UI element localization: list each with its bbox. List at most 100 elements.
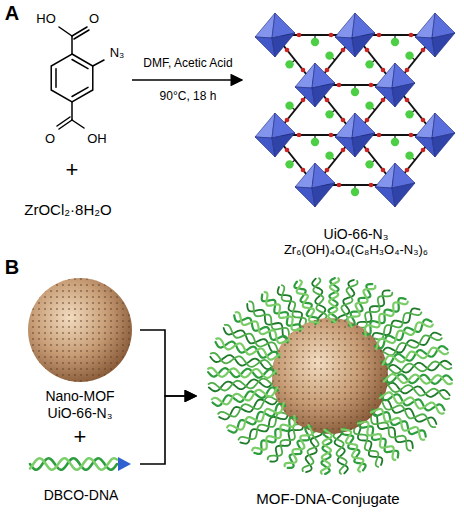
zr-cluster-face <box>375 163 395 188</box>
zr-cluster-face <box>335 37 355 57</box>
dna-helix-strand <box>329 278 339 322</box>
oxygen-atom <box>369 83 374 88</box>
zr-cluster-face <box>415 137 435 157</box>
dna-helix-strand <box>208 368 276 378</box>
mof-texture <box>272 318 388 434</box>
nano-mof-sphere <box>28 278 132 382</box>
atom-label: O <box>89 12 99 26</box>
oxygen-atom <box>369 183 374 188</box>
zr-cluster-face <box>272 133 295 157</box>
plus-sign: + <box>74 425 87 449</box>
benzene-ring <box>51 54 93 102</box>
oxygen-atom <box>297 33 302 38</box>
dna-helix-strand <box>234 315 287 342</box>
node-heading: MOF-DNA-Conjugate <box>256 490 399 508</box>
oxygen-atom <box>301 98 306 103</box>
dna-helix-strand <box>30 458 117 469</box>
reagent-formula: ZrOCl₂·8H₂O <box>24 202 111 219</box>
oxygen-atom <box>365 48 370 53</box>
oxygen-atom <box>341 148 346 153</box>
reaction-condition: 90°C, 18 h <box>160 90 217 103</box>
plus-sign: + <box>66 158 79 182</box>
dna-helix-strand <box>213 387 278 406</box>
oxygen-atom <box>365 118 370 123</box>
azide-group <box>365 160 373 168</box>
oxygen-atom <box>405 98 410 103</box>
double-bond <box>72 60 88 69</box>
zr-cluster-face <box>255 137 275 157</box>
dna-helix-strand <box>342 429 364 471</box>
zr-cluster-face <box>415 13 435 38</box>
zr-cluster-face <box>352 33 375 57</box>
panel-letter: B <box>5 256 19 278</box>
dna-corona-front <box>208 278 452 474</box>
oxygen-atom <box>337 183 342 188</box>
azide-group <box>405 51 413 59</box>
azide-group <box>351 88 359 96</box>
azide-group <box>325 51 333 59</box>
panel-letter: A <box>5 2 19 24</box>
oxygen-atom <box>337 83 342 88</box>
bond <box>71 36 73 54</box>
dna-helix-strand <box>382 346 447 365</box>
oxygen-atom <box>421 118 426 123</box>
azide-group <box>391 38 399 46</box>
azide-group <box>365 101 373 109</box>
merge-arrow <box>140 396 196 464</box>
oxygen-atom <box>405 68 410 73</box>
merge-arrow <box>140 330 196 396</box>
atom-label: OH <box>87 132 107 146</box>
oxygen-atom <box>325 98 330 103</box>
bond <box>72 120 84 128</box>
zr-cluster-face <box>392 83 415 107</box>
azide-group <box>285 60 293 68</box>
dna-helix-strand <box>349 284 373 325</box>
oxygen-atom <box>325 168 330 173</box>
azide-group <box>391 138 399 146</box>
atom-label: O <box>45 132 55 146</box>
bond <box>93 60 104 66</box>
zr-cluster-face <box>255 113 275 138</box>
zr-cluster-face <box>415 113 435 138</box>
azide-group <box>311 138 319 146</box>
zr-cluster-face <box>375 87 395 107</box>
zr-cluster-face <box>255 37 275 57</box>
oxygen-atom <box>341 118 346 123</box>
double-bond <box>57 117 70 126</box>
oxygen-atom <box>297 133 302 138</box>
mof-sphere <box>28 278 132 382</box>
oxygen-atom <box>409 33 414 38</box>
dbco-tip <box>118 457 131 471</box>
azide-group <box>405 110 413 118</box>
double-bond <box>72 87 88 96</box>
mof-sphere <box>272 318 388 434</box>
oxygen-atom <box>405 168 410 173</box>
dna-helix-strand <box>380 392 444 413</box>
dna-helix-strand <box>265 292 303 330</box>
oxygen-atom <box>381 168 386 173</box>
zr-cluster-face <box>375 63 395 88</box>
dna-helix-strand <box>384 374 452 384</box>
bond <box>59 27 72 36</box>
double-bond <box>74 30 89 39</box>
oxygen-atom <box>285 48 290 53</box>
double-bond <box>55 69 57 88</box>
dna-helix-strand <box>381 394 445 410</box>
azide-group <box>311 38 319 46</box>
zr-cluster-face <box>375 187 395 207</box>
oxygen-atom <box>329 133 334 138</box>
zr-cluster-face <box>272 33 295 57</box>
oxygen-atom <box>409 133 414 138</box>
dna-helix-strand <box>216 338 280 359</box>
node-heading: Nano-MOF <box>45 388 114 405</box>
zr-cluster-face <box>295 187 315 207</box>
zr-cluster-face <box>352 133 375 157</box>
dna-helix-strand <box>30 458 117 469</box>
bond <box>59 120 72 129</box>
zr-cluster-face <box>432 133 455 157</box>
dna-helix-strand <box>328 278 339 322</box>
oxygen-atom <box>301 168 306 173</box>
oxygen-atom <box>365 148 370 153</box>
dna-helix-strand <box>227 403 284 430</box>
